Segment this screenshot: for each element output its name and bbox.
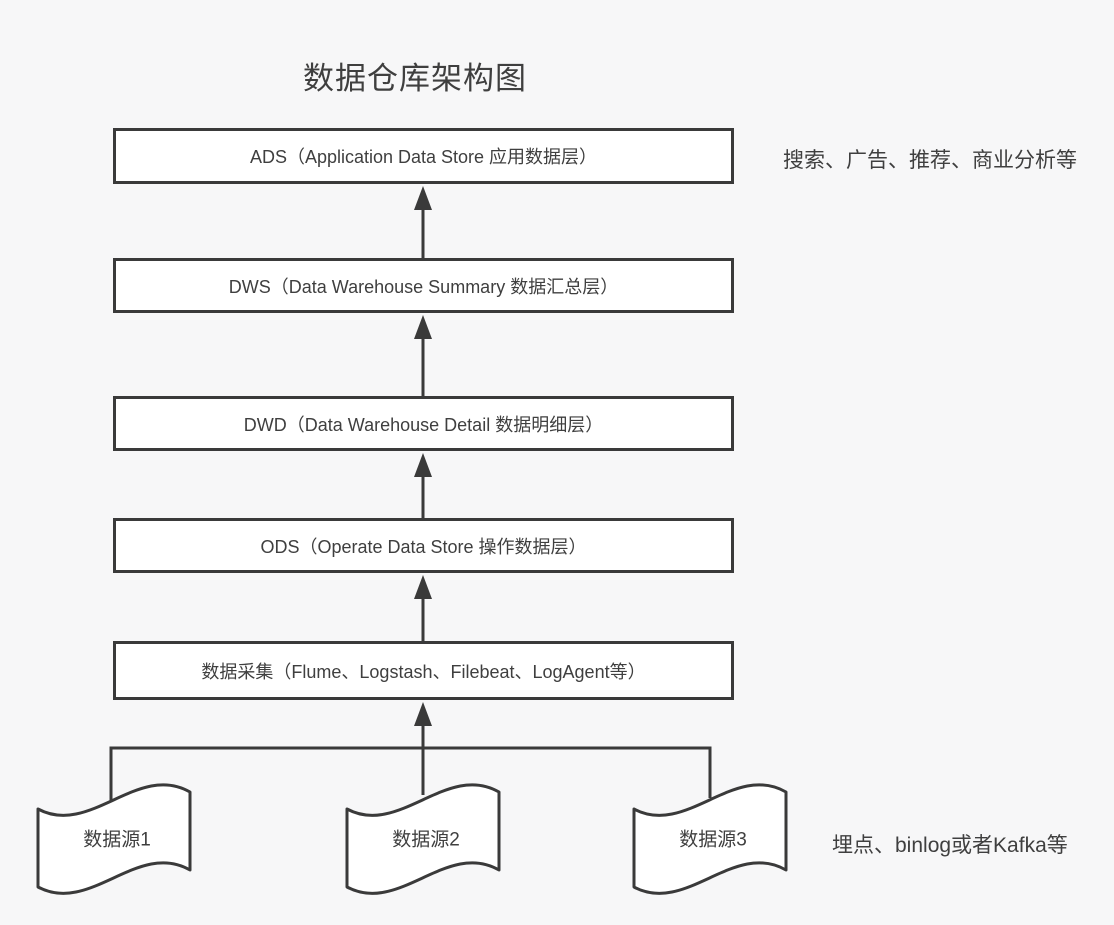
layer-label-ads: ADS（Application Data Store 应用数据层）	[249, 147, 598, 167]
layer-box-dws: DWS（Data Warehouse Summary 数据汇总层）	[113, 258, 734, 313]
layer-label-collect: 数据采集（Flume、Logstash、Filebeat、LogAgent等）	[201, 661, 646, 682]
source-connector-rail	[109, 746, 712, 802]
layer-label-dws: DWS（Data Warehouse Summary 数据汇总层）	[228, 276, 619, 297]
layer-box-dwd: DWD（Data Warehouse Detail 数据明细层）	[113, 396, 734, 451]
source-label-3: 数据源3	[679, 829, 747, 851]
ads-annotation: 搜索、广告、推荐、商业分析等	[783, 149, 1077, 172]
layer-label-dwd: DWD（Data Warehouse Detail 数据明细层）	[243, 414, 604, 435]
data-source-shape-2	[345, 783, 501, 895]
diagram-title: 数据仓库架构图	[303, 61, 527, 96]
up-arrow-head-dws	[414, 315, 432, 339]
layer-box-ads: ADS（Application Data Store 应用数据层）	[113, 128, 734, 184]
data-source-shape-3	[632, 783, 788, 895]
up-arrow-head-dwd	[414, 453, 432, 477]
up-arrow-head-collect	[414, 702, 432, 726]
up-arrow-head-ods	[414, 575, 432, 599]
up-arrow-head-ads	[414, 186, 432, 210]
source-label-2: 数据源2	[392, 829, 460, 851]
layer-box-collect: 数据采集（Flume、Logstash、Filebeat、LogAgent等）	[113, 641, 734, 700]
source-label-1: 数据源1	[83, 829, 151, 851]
layer-label-ods: ODS（Operate Data Store 操作数据层）	[260, 536, 587, 557]
sources-annotation: 埋点、binlog或者Kafka等	[832, 834, 1068, 857]
data-source-shape-1	[36, 783, 192, 895]
layer-box-ods: ODS（Operate Data Store 操作数据层）	[113, 518, 734, 573]
